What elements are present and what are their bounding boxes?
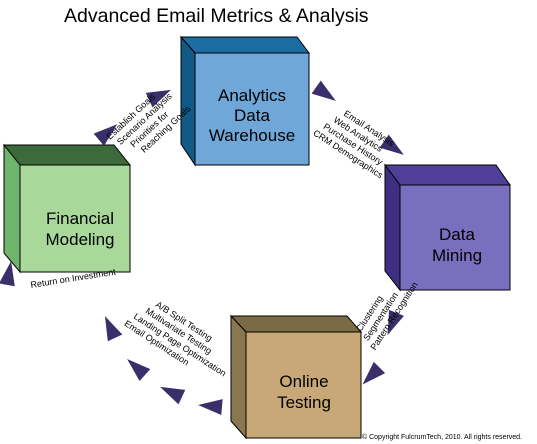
edge-labels-analytics-to-mining: Email Analysis Web Analytics Purchase Hi… bbox=[311, 108, 396, 180]
financial-cube-front bbox=[19, 164, 131, 273]
diagram-title: Advanced Email Metrics & Analysis bbox=[64, 5, 369, 27]
testing-cube-front bbox=[245, 331, 362, 439]
data-mining-node: Data Mining bbox=[384, 163, 511, 292]
mining-label-line-1: Data bbox=[439, 225, 475, 244]
testing-label-line-1: Online bbox=[279, 372, 328, 391]
analytics-label-line-3: Warehouse bbox=[209, 126, 295, 145]
financial-label-line-2: Modeling bbox=[46, 230, 115, 249]
financial-cube-top bbox=[2, 144, 132, 166]
analytics-label-line-2: Data bbox=[234, 106, 270, 125]
arrow-analytics-to-mining-1 bbox=[311, 80, 341, 108]
arrow-testing-to-financial-4 bbox=[97, 312, 123, 342]
arrow-testing-to-financial-2 bbox=[156, 379, 186, 405]
financial-cube-side bbox=[3, 143, 21, 274]
mining-cube-front bbox=[399, 184, 511, 291]
analytics-data-warehouse-node: Analytics Data Warehouse bbox=[179, 35, 310, 167]
mining-cube-side bbox=[384, 163, 401, 292]
mining-label-line-2: Mining bbox=[432, 246, 482, 265]
online-testing-node: Online Testing bbox=[229, 314, 363, 440]
financial-modeling-node: Financial Modeling bbox=[2, 143, 132, 274]
financial-label-line-1: Financial bbox=[46, 209, 114, 228]
testing-label-line-2: Testing bbox=[277, 393, 331, 412]
testing-cube-side bbox=[230, 314, 247, 440]
analytics-cube-front bbox=[194, 52, 310, 166]
mining-cube-top bbox=[384, 164, 511, 186]
analytics-cube-top bbox=[179, 36, 310, 54]
arrow-testing-to-financial-1 bbox=[197, 396, 223, 416]
arrow-testing-to-financial-3 bbox=[121, 353, 151, 381]
copyright-notice: © Copyright FulcrumTech, 2010. All right… bbox=[362, 433, 522, 441]
testing-cube-top bbox=[229, 315, 363, 333]
analytics-cube-side bbox=[180, 35, 196, 167]
analytics-label-line-1: Analytics bbox=[218, 86, 286, 105]
